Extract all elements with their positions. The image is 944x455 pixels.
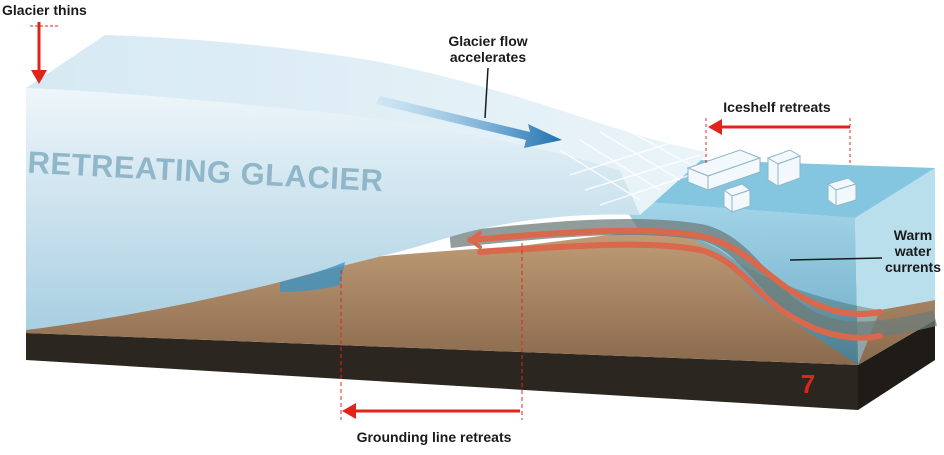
iceshelf-retreats-label: Iceshelf retreats — [723, 99, 831, 115]
warm-label-leader — [789, 257, 883, 261]
flow-label-leader — [484, 67, 489, 119]
glacier-thins-arrow — [30, 22, 58, 84]
crevasses — [559, 125, 706, 206]
warm-current-upper — [467, 227, 883, 317]
grounding-line-arrow — [342, 403, 520, 419]
grounding-line-markers — [340, 243, 523, 420]
warm-label-line1: Warm — [894, 227, 932, 243]
warm-current-arrow — [468, 231, 482, 249]
warm-current-lower — [477, 241, 883, 341]
flow-label-line1: Glacier flow — [448, 33, 527, 49]
bedrock-side-face — [858, 320, 935, 410]
grounding-line-label: Grounding line retreats — [357, 429, 512, 445]
icebergs — [686, 149, 858, 213]
warm-label-line2: water — [894, 243, 932, 259]
glacier-flow-arrow — [376, 96, 562, 148]
bedrock-front-face — [26, 333, 858, 410]
warm-label-line3: currents — [885, 259, 941, 275]
glacier-front-face — [26, 88, 640, 330]
glacier-thins-label: Glacier thins — [2, 2, 87, 18]
panel-number: 7 — [801, 369, 815, 399]
glacier-top-surface — [26, 35, 710, 215]
flow-label-line2: accelerates — [450, 49, 527, 65]
grounded-ice-base — [280, 262, 345, 292]
iceshelf-retreat-arrow — [705, 118, 851, 165]
bedrock-surface — [26, 232, 935, 365]
